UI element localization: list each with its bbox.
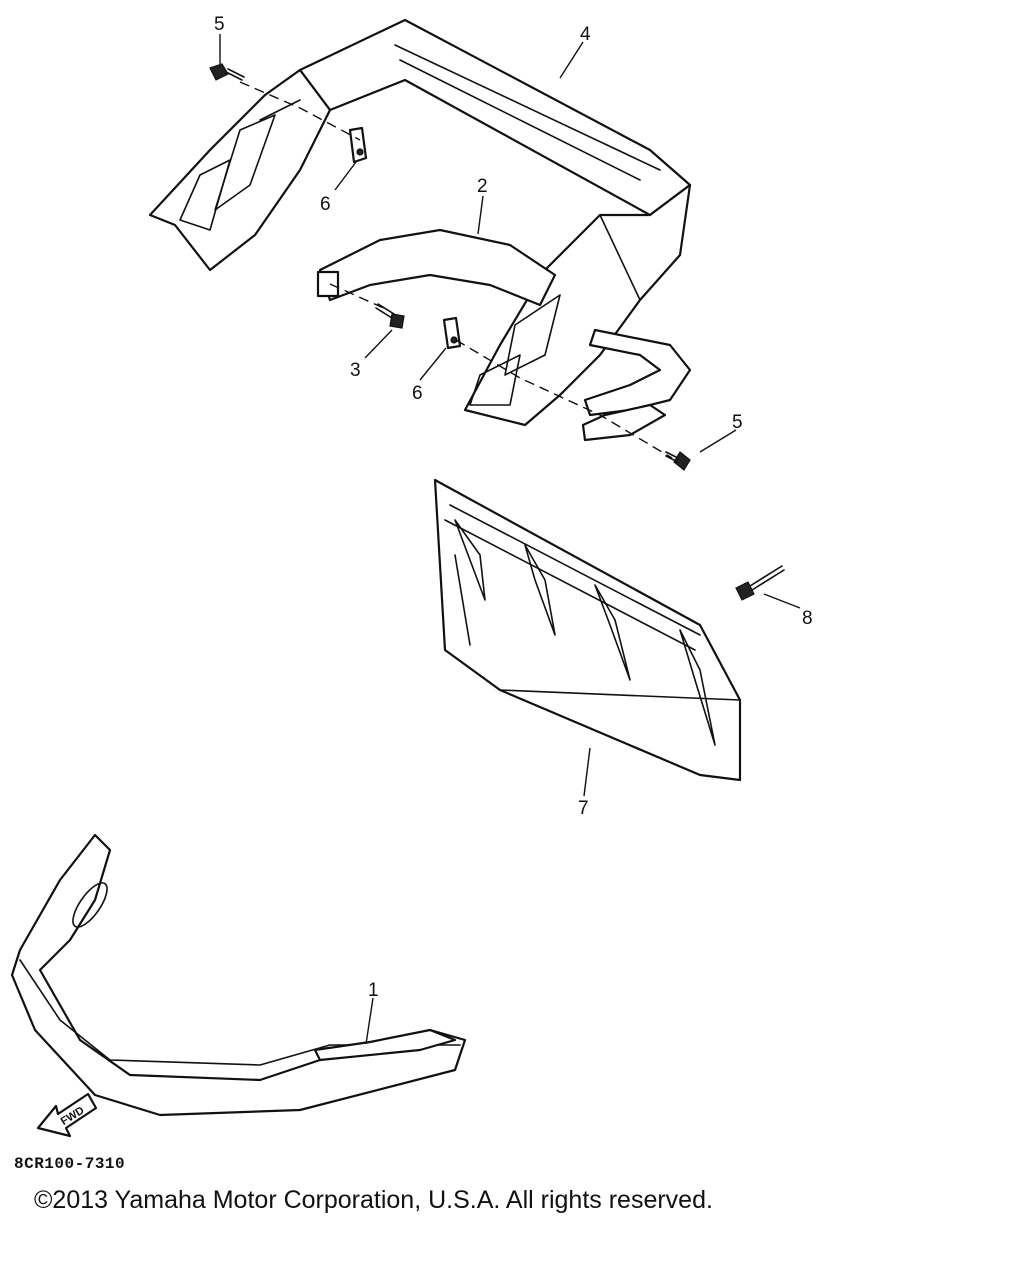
part-5-bolt-right [665,451,691,471]
copyright-notice: ©2013 Yamaha Motor Corporation, U.S.A. A… [34,1186,713,1214]
callout-5-right: 5 [732,412,743,433]
callout-1: 1 [368,980,379,1001]
leader-2 [477,195,484,235]
callout-7: 7 [578,798,589,819]
callout-6-top: 6 [320,194,331,215]
part-8-rivet [735,565,785,601]
assembly-line-bracket [329,283,389,311]
callout-4: 4 [580,24,591,45]
part-2-bracket [316,228,692,442]
part-3-bolt [375,303,405,329]
assembly-line-top [239,81,361,141]
leader-5b [699,429,737,453]
assembly-line-middle [455,339,673,459]
callout-5-top: 5 [214,14,225,35]
leader-7 [583,747,591,797]
leader-6b [419,347,447,381]
callout-6-middle: 6 [412,383,423,404]
leader-8 [763,593,801,609]
part-4-rear-frame [148,18,692,427]
callout-3: 3 [350,360,361,381]
leader-6a [334,161,357,191]
callout-2: 2 [477,176,488,197]
part-6-nut-top [348,126,368,164]
part-7-mud-flap [433,478,742,782]
part-1-front-bumper [10,833,467,1117]
part-6-nut-middle [442,316,462,350]
fwd-arrow-icon: FWD [36,1092,98,1138]
callout-8: 8 [802,608,813,629]
leader-4 [559,41,584,79]
leader-3 [364,329,393,359]
part-5-bolt-top [209,63,245,81]
diagram-code: 8CR100-7310 [14,1155,126,1173]
leader-1 [365,997,374,1045]
